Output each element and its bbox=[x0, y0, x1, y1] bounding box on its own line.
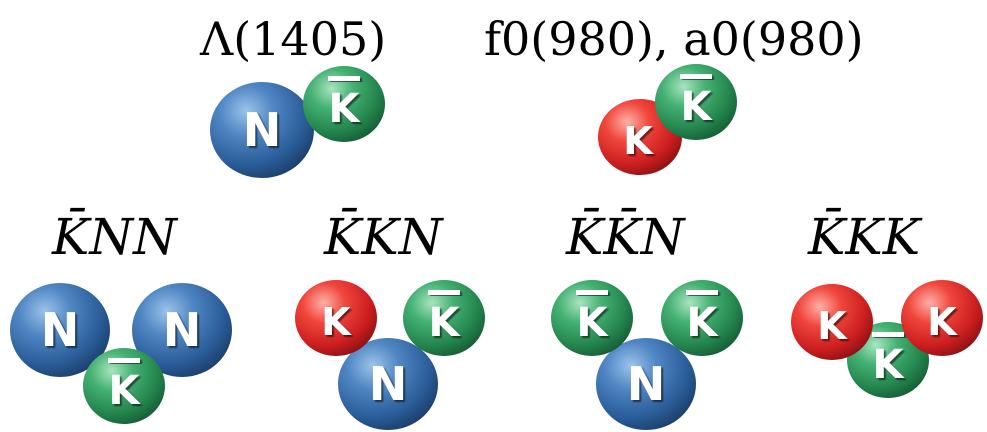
nucleon-ball: N bbox=[210, 82, 314, 178]
title-kbar-n-n-text: K̄NN bbox=[52, 208, 177, 266]
title-f0-a0-980-text: f0(980), a0(980) bbox=[484, 12, 864, 66]
kbar-k-n-cluster: N K K bbox=[295, 280, 485, 430]
title-lambda-1405-text: Λ(1405) bbox=[200, 12, 387, 66]
nucleon-letter: N bbox=[627, 357, 666, 411]
kbar-k-k-cluster: K K K bbox=[791, 280, 983, 398]
antikaon-bar bbox=[686, 290, 718, 295]
title-f0-a0-980: f0(980), a0(980) bbox=[484, 16, 864, 62]
antikaon-letter: K bbox=[681, 84, 714, 130]
kaon-letter: K bbox=[817, 304, 848, 348]
title-kbar-k-n: K̄KN bbox=[324, 212, 442, 262]
kbar-n-n-cluster: N N K bbox=[10, 283, 232, 424]
antikaon-ball: K bbox=[83, 348, 165, 424]
antikaon-letter: K bbox=[873, 342, 906, 388]
antikaon-ball: K bbox=[303, 66, 385, 142]
nucleon-letter: N bbox=[163, 303, 202, 357]
kaon-letter: K bbox=[623, 119, 654, 163]
antikaon-ball: K bbox=[551, 280, 633, 356]
antikaon-bar bbox=[680, 74, 712, 79]
antikaon-letter: K bbox=[329, 86, 362, 132]
nucleon-ball: N bbox=[596, 338, 696, 430]
title-kbar-k-n-text: K̄KN bbox=[324, 208, 443, 266]
title-lambda-1405: Λ(1405) bbox=[200, 16, 386, 62]
title-kbar-k-k-text: K̄KK bbox=[808, 208, 921, 266]
kaon-letter: K bbox=[321, 300, 352, 344]
nucleon-ball: N bbox=[10, 283, 110, 377]
title-kbar-n-n: K̄NN bbox=[52, 212, 177, 262]
antikaon-bar bbox=[108, 358, 140, 363]
antikaon-ball: K bbox=[655, 64, 737, 140]
title-kbar-kbar-n-text: K̄K̄N bbox=[566, 208, 685, 266]
title-kbar-kbar-n: K̄K̄N bbox=[566, 212, 684, 262]
antikaon-letter: K bbox=[109, 368, 142, 414]
antikaon-letter: K bbox=[687, 300, 720, 346]
nucleon-letter: N bbox=[243, 103, 282, 157]
title-kbar-k-k: K̄KK bbox=[808, 212, 920, 262]
nucleon-letter: N bbox=[369, 357, 408, 411]
kaon-letter: K bbox=[927, 300, 958, 344]
f0-a0-cluster: K K bbox=[598, 64, 737, 175]
antikaon-letter: K bbox=[429, 300, 462, 346]
antikaon-bar bbox=[872, 332, 904, 337]
antikaon-letter: K bbox=[577, 300, 610, 346]
kaon-ball: K bbox=[901, 280, 983, 356]
antikaon-bar bbox=[428, 290, 460, 295]
antikaon-bar bbox=[576, 290, 608, 295]
nucleon-ball: N bbox=[132, 283, 232, 377]
antikaon-ball: K bbox=[403, 280, 485, 356]
kbar-kbar-n-cluster: N K K bbox=[551, 280, 743, 430]
nucleon-ball: N bbox=[338, 338, 438, 430]
kaon-ball: K bbox=[295, 280, 377, 356]
lambda-1405-cluster: N K bbox=[210, 66, 385, 178]
antikaon-ball: K bbox=[661, 280, 743, 356]
antikaon-bar bbox=[328, 76, 360, 81]
kaon-ball: K bbox=[791, 284, 873, 360]
nucleon-letter: N bbox=[41, 303, 80, 357]
